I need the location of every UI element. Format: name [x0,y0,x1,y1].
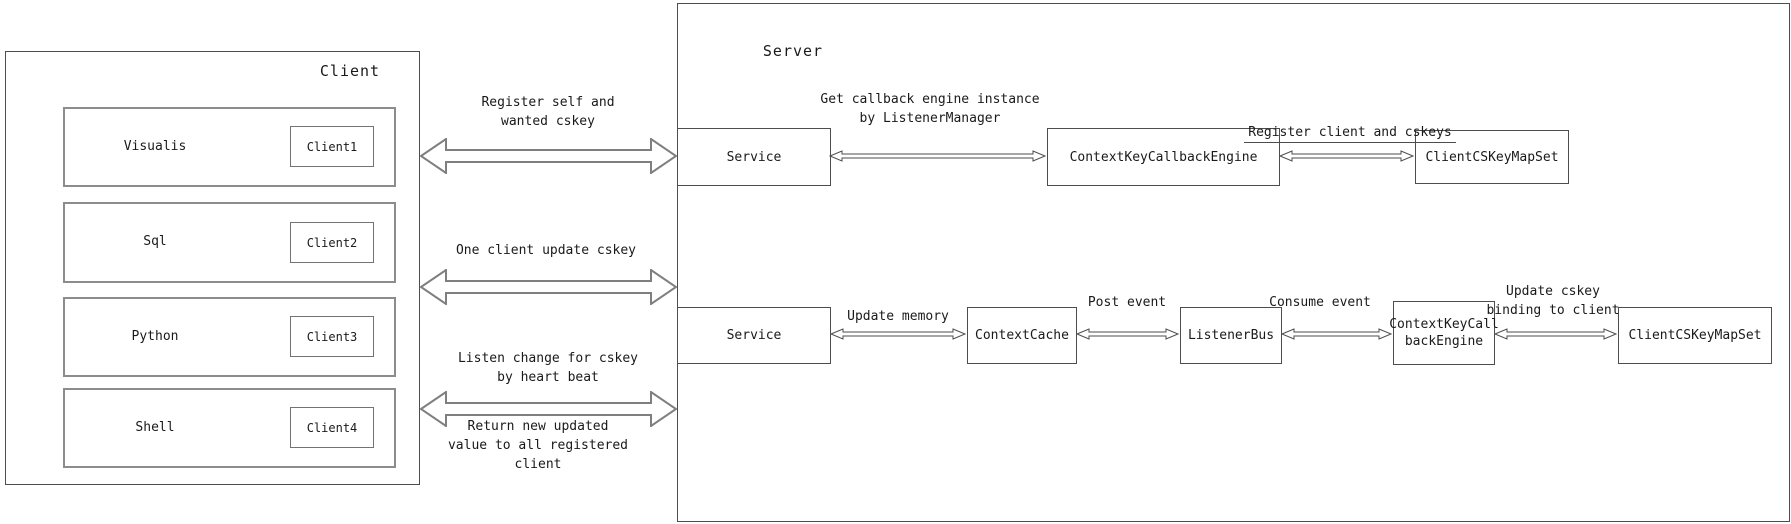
client-row-python: Python Client3 [63,297,396,377]
double-arrow-register-self [420,138,677,174]
client-tag-label: Client4 [306,420,358,435]
client-tag-label: Client3 [306,329,358,344]
listener-bus-box: ListenerBus [1180,307,1282,364]
server-container-box [677,3,1790,522]
context-key-callback-engine-box-row1: ContextKeyCallbackEngine [1047,128,1280,186]
double-arrow-engine-to-mapset-row1 [1279,150,1414,162]
context-cache-box: ContextCache [967,307,1077,364]
client-tag-box: Client3 [290,316,374,357]
service-box-row1: Service [677,128,831,186]
double-arrow-listen-return [420,391,677,427]
client-title: Client [319,62,381,80]
client-tag-box: Client1 [290,126,374,167]
client-row-name: Shell [135,420,175,435]
client-row-name: Visualis [123,139,187,154]
double-arrow-engine-to-mapset-row2 [1494,328,1617,340]
double-arrow-bus-to-engine [1281,328,1392,340]
label-get-callback-engine: Get callback engine instance by Listener… [820,92,1040,126]
client-row-visualis: Visualis Client1 [63,107,396,187]
label-register-client-cskeys-text: Register client and cskeys [1244,125,1456,143]
label-register-client-cskeys: Register client and cskeys [1225,104,1475,143]
flow-label-return-new-value: Return new updated value to all register… [447,419,628,472]
service-box-row2: Service [677,307,831,364]
label-update-memory: Update memory [847,309,949,324]
flow-label-one-client-update: One client update cskey [455,243,636,258]
double-arrow-service-to-engine [829,150,1046,162]
context-key-callback-engine-box-row2: ContextKeyCall backEngine [1389,301,1499,365]
double-arrow-service-to-cache [830,328,966,340]
client-row-name: Python [131,329,179,344]
client-row-sql: Sql Client2 [63,202,396,283]
flow-label-listen-change: Listen change for cskey by heart beat [457,351,638,385]
double-arrow-cache-to-bus [1076,328,1179,340]
client-row-name: Sql [143,234,167,249]
client-cskey-mapset-box-row2: ClientCSKeyMapSet [1618,307,1772,364]
client-cskey-mapset-box-row1: ClientCSKeyMapSet [1415,130,1569,184]
double-arrow-one-client-update [420,269,677,305]
label-consume-event: Consume event [1269,295,1371,310]
label-post-event: Post event [1087,295,1167,310]
client-row-shell: Shell Client4 [63,388,396,468]
flow-label-register-self: Register self and wanted cskey [481,95,615,129]
client-tag-box: Client4 [290,407,374,448]
client-tag-label: Client2 [306,235,358,250]
server-title: Server [762,42,824,60]
label-update-cskey-binding: Update cskey binding to client [1486,284,1620,318]
client-tag-label: Client1 [306,139,358,154]
client-tag-box: Client2 [290,222,374,263]
